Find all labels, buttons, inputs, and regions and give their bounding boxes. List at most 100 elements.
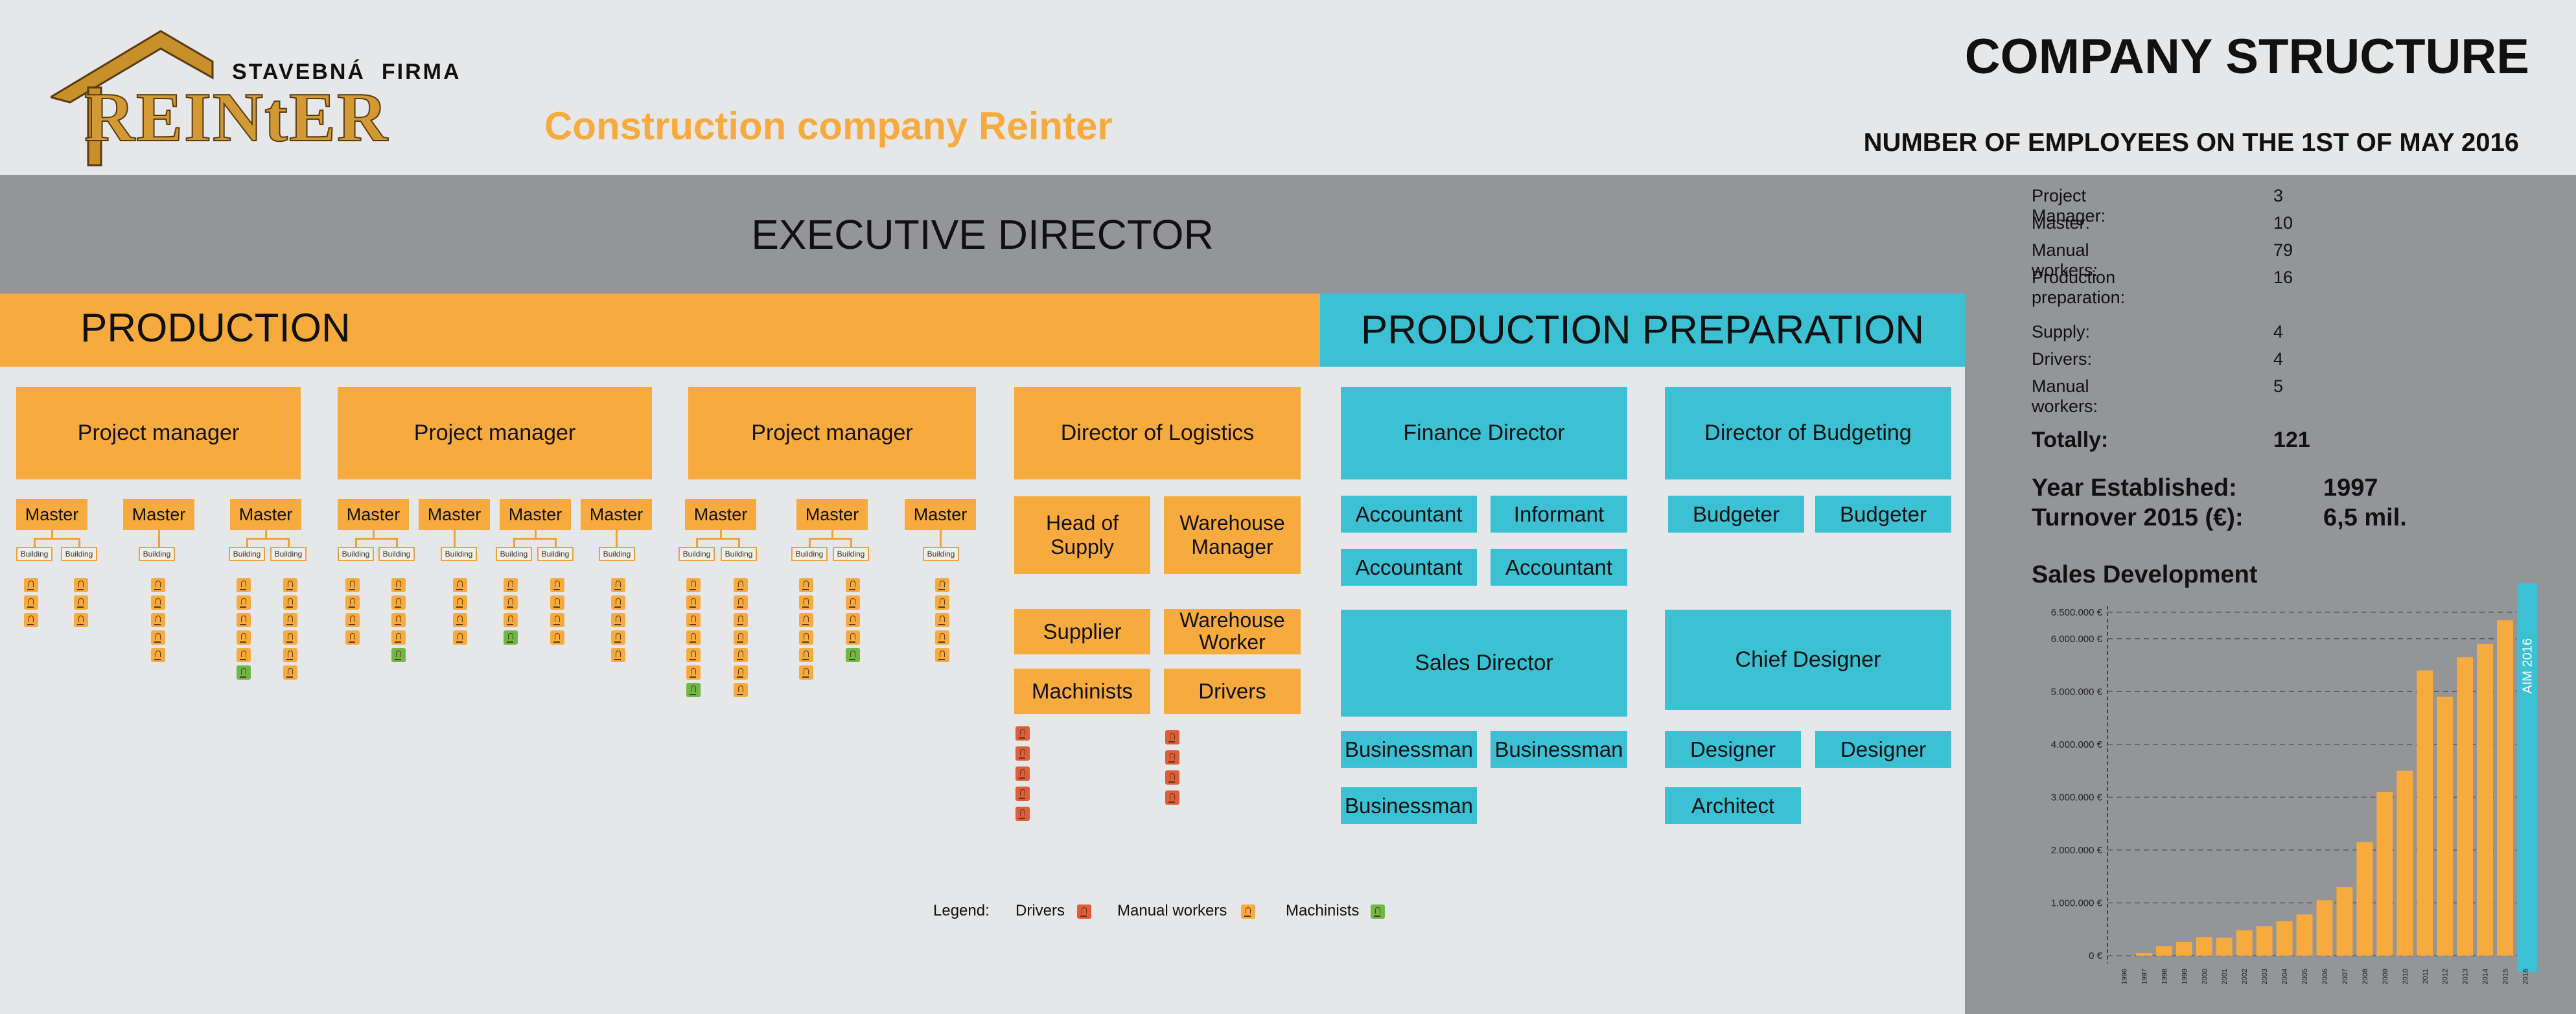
accountant-3: Accountant xyxy=(1491,549,1627,586)
legend-machinists-label: Machinists xyxy=(1286,902,1360,919)
master-box: Master xyxy=(338,499,409,530)
worker-icon xyxy=(74,595,88,610)
bar xyxy=(2316,900,2333,956)
building-box: Building xyxy=(599,547,635,561)
y-tick-label: 2.000.000 € xyxy=(2051,845,2103,856)
x-tick-label: 2000 xyxy=(2201,969,2209,984)
x-tick-label: 2011 xyxy=(2422,969,2430,984)
connector-line xyxy=(738,538,740,547)
y-tick-label: 6.500.000 € xyxy=(2051,607,2103,618)
x-tick-label: 1998 xyxy=(2161,969,2168,984)
building-box: Building xyxy=(270,547,307,561)
worker-icon xyxy=(345,613,360,627)
worker-icon xyxy=(237,595,251,610)
worker-icon xyxy=(799,665,813,680)
stats-row-value: 5 xyxy=(2273,376,2284,396)
stats-row-value: 4 xyxy=(2273,349,2284,369)
worker-icon xyxy=(935,613,949,627)
connector-line xyxy=(555,538,557,547)
year-established-value: 1997 xyxy=(2323,474,2378,501)
worker-icon xyxy=(237,648,251,662)
worker-icon xyxy=(799,595,813,610)
budgeter-1: Budgeter xyxy=(1668,496,1804,533)
x-tick-label: 2010 xyxy=(2402,969,2409,984)
stats-row-value: 10 xyxy=(2273,213,2293,233)
worker-icon xyxy=(151,648,165,662)
logo-tagline: STAVEBNÁ FIRMA xyxy=(232,60,461,84)
worker-icon xyxy=(686,630,701,645)
building-box: Building xyxy=(441,547,477,561)
y-tick-label: 3.000.000 € xyxy=(2051,792,2103,803)
worker-icon xyxy=(611,613,625,627)
highlight-label: AIM 2016 xyxy=(2521,638,2535,694)
worker-icon xyxy=(391,613,406,627)
worker-icon xyxy=(237,613,251,627)
connector-line xyxy=(373,530,375,539)
y-tick-label: 1.000.000 € xyxy=(2051,897,2103,908)
worker-icon xyxy=(734,648,748,662)
worker-icon xyxy=(283,630,297,645)
designer-2: Designer xyxy=(1815,731,1951,768)
building-box: Building xyxy=(537,547,574,561)
worker-icon xyxy=(237,665,251,680)
executive-director-label: EXECUTIVE DIRECTOR xyxy=(751,211,1214,258)
master-box: Master xyxy=(500,499,571,530)
connector-line xyxy=(158,530,160,547)
stats-row-label: Manual workers: xyxy=(2032,240,2098,280)
master-box: Master xyxy=(685,499,756,530)
chief-designer: Chief Designer xyxy=(1665,610,1951,710)
x-tick-label: 2008 xyxy=(2361,969,2369,984)
worker-icon xyxy=(686,595,701,610)
x-tick-label: 2006 xyxy=(2321,969,2329,984)
x-tick-label: 2005 xyxy=(2301,969,2309,984)
master-box: Master xyxy=(796,499,868,530)
worker-icon xyxy=(799,578,813,592)
master-box: Master xyxy=(905,499,976,530)
worker-icon xyxy=(391,630,406,645)
connector-line xyxy=(288,538,290,547)
warehouse-worker: Warehouse Worker xyxy=(1164,609,1301,654)
building-box: Building xyxy=(496,547,532,561)
bar xyxy=(2356,842,2373,956)
building-box: Building xyxy=(16,547,52,561)
businessman-3: Businessman xyxy=(1341,787,1477,824)
connector-line xyxy=(355,538,357,547)
legend-title: Legend: xyxy=(933,902,990,919)
stats-row-label: Drivers: xyxy=(2032,349,2092,369)
worker-icon xyxy=(734,595,748,610)
bar xyxy=(2176,941,2192,956)
connector-line xyxy=(34,538,79,540)
director-of-budgeting: Director of Budgeting xyxy=(1665,387,1951,479)
connector-line xyxy=(831,530,833,539)
worker-icon xyxy=(237,630,251,645)
bar xyxy=(2376,792,2393,956)
machinist-worker-icon xyxy=(1015,766,1030,781)
bar xyxy=(2437,697,2454,956)
stats-row-label: Supply: xyxy=(2032,322,2091,341)
machinist-worker-icon xyxy=(1015,807,1030,821)
legend-manual-icon xyxy=(1241,905,1255,919)
bar xyxy=(2336,887,2353,956)
header: STAVEBNÁ FIRMA REINtER Construction comp… xyxy=(0,0,2576,175)
worker-icon xyxy=(846,630,860,645)
preparation-label: PRODUCTION PREPARATION xyxy=(1360,308,1925,352)
sales-chart: 0 €1.000.000 €2.000.000 €3.000.000 €4.00… xyxy=(2051,583,2537,984)
worker-icon xyxy=(734,665,748,680)
stats-row-label: Master: xyxy=(2032,213,2091,233)
master-box: Master xyxy=(123,499,194,530)
worker-icon xyxy=(391,648,406,662)
worker-icon xyxy=(846,595,860,610)
bar xyxy=(2457,657,2474,956)
bar xyxy=(2276,921,2293,956)
production-label: PRODUCTION xyxy=(80,306,351,351)
executive-director-bar: EXECUTIVE DIRECTOR xyxy=(0,175,1965,294)
worker-icon xyxy=(686,613,701,627)
employees-heading: NUMBER OF EMPLOYEES ON THE 1ST OF MAY 20… xyxy=(1863,128,2519,157)
connector-line xyxy=(356,538,397,540)
worker-icon xyxy=(846,648,860,662)
bar xyxy=(2497,620,2514,956)
highlight-bar xyxy=(2517,583,2537,972)
worker-icon xyxy=(611,595,625,610)
worker-icon xyxy=(686,578,701,592)
worker-icon xyxy=(799,613,813,627)
